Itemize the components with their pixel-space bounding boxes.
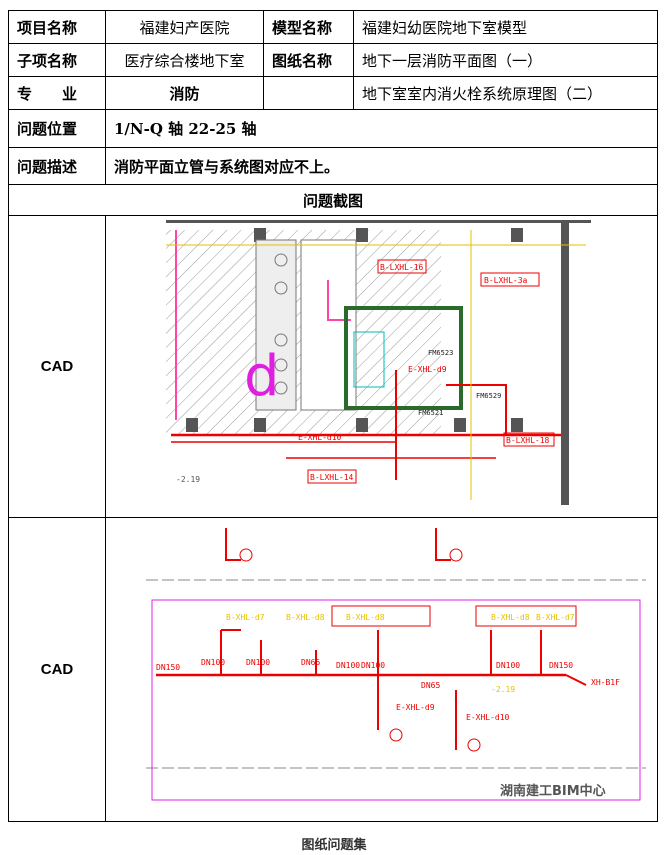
svg-text:DN65: DN65 (421, 681, 440, 690)
svg-text:DN150: DN150 (156, 663, 180, 672)
svg-text:E-XHL-d10: E-XHL-d10 (298, 433, 342, 442)
figure-caption: 图纸问题集 (301, 838, 367, 853)
issue-form-table: 项目名称 福建妇产医院 模型名称 福建妇幼医院地下室模型 子项名称 医疗综合楼地… (8, 10, 658, 822)
svg-text:-2.19: -2.19 (176, 475, 200, 484)
svg-text:DN100: DN100 (336, 661, 360, 670)
svg-text:B-LXHL-18: B-LXHL-18 (506, 436, 550, 445)
svg-text:B-XHL-d8: B-XHL-d8 (286, 613, 325, 622)
svg-text:FM6521: FM6521 (418, 409, 443, 417)
svg-text:B-XHL-d7: B-XHL-d7 (226, 613, 265, 622)
major-value: 消防 (106, 77, 264, 110)
model-name-value: 福建妇幼医院地下室模型 (354, 11, 657, 44)
plan-zone-letter: d (244, 344, 280, 409)
svg-text:DN100: DN100 (246, 658, 270, 667)
cad-label-1: CAD (9, 216, 106, 518)
cad-system-diagram-image: B-XHL-d7 B-XHL-d8 B-XHL-d8 B-XHL-d8 B-XH… (146, 520, 646, 805)
cad-label-2: CAD (9, 518, 106, 821)
svg-text:DN100: DN100 (361, 661, 385, 670)
issue-location-label: 问题位置 (9, 110, 106, 148)
svg-text:E-XHL-d9: E-XHL-d9 (396, 703, 435, 712)
drawing-name-label: 图纸名称 (264, 44, 354, 77)
svg-text:B-LXHL-16: B-LXHL-16 (380, 263, 424, 272)
cad-plan-cell (106, 216, 657, 518)
svg-text:FM6523: FM6523 (428, 349, 453, 357)
svg-text:-2.19: -2.19 (491, 685, 515, 694)
major-label: 专 业 (9, 77, 106, 110)
svg-text:E-XHL-d10: E-XHL-d10 (466, 713, 510, 722)
sub-item-value: 医疗综合楼地下室 (106, 44, 264, 77)
svg-text:DN65: DN65 (301, 658, 320, 667)
svg-text:XH-B1F: XH-B1F (591, 678, 620, 687)
svg-text:DN150: DN150 (549, 661, 573, 670)
svg-text:B-XHL-d8: B-XHL-d8 (346, 613, 385, 622)
svg-text:B-LXHL-3a: B-LXHL-3a (484, 276, 528, 285)
sub-item-label: 子项名称 (9, 44, 106, 77)
model-name-label: 模型名称 (264, 11, 354, 44)
drawing-name-value-2: 地下室室内消火栓系统原理图（二） (354, 77, 657, 110)
project-name-label: 项目名称 (9, 11, 106, 44)
empty-cell (264, 77, 354, 110)
screenshot-header: 问题截图 (9, 185, 657, 216)
project-name-value: 福建妇产医院 (106, 11, 264, 44)
svg-text:B-XHL-d8: B-XHL-d8 (491, 613, 530, 622)
svg-text:B-LXHL-14: B-LXHL-14 (310, 473, 354, 482)
svg-text:FM6529: FM6529 (476, 392, 501, 400)
svg-text:B-XHL-d7: B-XHL-d7 (536, 613, 575, 622)
watermark-text: 湖南建工BIM中心 (500, 784, 606, 799)
drawing-name-value-1: 地下一层消防平面图（一） (354, 44, 657, 77)
issue-description-value: 消防平面立管与系统图对应不上。 (106, 148, 657, 185)
svg-text:DN100: DN100 (201, 658, 225, 667)
svg-text:DN100: DN100 (496, 661, 520, 670)
issue-location-value: 1/N-Q 轴 22-25 轴 (106, 110, 657, 148)
issue-description-label: 问题描述 (9, 148, 106, 185)
cad-floor-plan-image: d B-LXHL-16 B-LXHL-3a E-XHL-d9 B-LXHL-18… (166, 220, 591, 505)
svg-text:E-XHL-d9: E-XHL-d9 (408, 365, 447, 374)
